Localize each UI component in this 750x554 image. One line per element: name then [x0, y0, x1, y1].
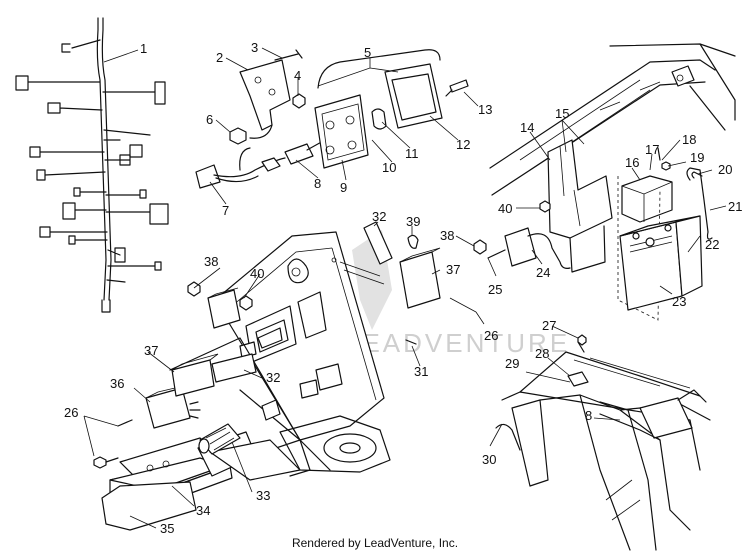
battery	[619, 215, 703, 311]
small-hardware	[93, 234, 419, 469]
callout-numbers: 1 2 3 4 5 6 7 8 9 10 11 12 13 14 15 16 1…	[64, 40, 742, 536]
callout-30: 30	[482, 452, 496, 467]
wiring-harness	[15, 17, 169, 313]
callout-19: 19	[690, 150, 704, 165]
starter-relay	[473, 200, 571, 269]
callout-38-left: 38	[204, 254, 218, 269]
flasher-relay-lower	[171, 353, 219, 397]
hand-grip	[198, 423, 241, 455]
leader-lines	[83, 47, 727, 529]
callout-8-lower: 8	[585, 408, 592, 423]
callout-5: 5	[364, 45, 371, 60]
callout-1: 1	[140, 41, 147, 56]
callout-15: 15	[555, 106, 569, 121]
tail-light-harness	[195, 139, 326, 189]
callout-35: 35	[160, 521, 174, 536]
flasher-relay-upper	[399, 247, 441, 309]
battery-cable	[657, 147, 713, 240]
tail-light-assembly	[314, 49, 469, 169]
callout-11: 11	[405, 146, 419, 161]
callout-26-right: 26	[484, 328, 498, 343]
callout-12: 12	[456, 137, 470, 152]
callout-8-upper: 8	[314, 176, 321, 191]
callout-28: 28	[535, 346, 549, 361]
callout-31: 31	[414, 364, 428, 379]
callout-9: 9	[340, 180, 347, 195]
callout-18: 18	[682, 132, 696, 147]
callout-4: 4	[294, 68, 301, 83]
callout-23: 23	[672, 294, 686, 309]
hitch-receiver	[101, 431, 301, 531]
bracket-32	[211, 221, 393, 383]
callout-24: 24	[536, 265, 550, 280]
callout-38-right: 38	[440, 228, 454, 243]
callout-14: 14	[520, 120, 534, 135]
callout-13: 13	[478, 102, 492, 117]
callout-34: 34	[196, 503, 210, 518]
rear-frame-lower	[169, 337, 391, 477]
frame-upper-right	[489, 43, 736, 321]
callout-37-lower: 37	[144, 343, 158, 358]
watermark-text: LEADVENTURE	[345, 328, 570, 358]
callout-36: 36	[110, 376, 124, 391]
footer-credit: Rendered by LeadVenture, Inc.	[291, 536, 459, 550]
callout-40-right: 40	[498, 201, 512, 216]
callout-22: 22	[705, 237, 719, 252]
callout-33: 33	[256, 488, 270, 503]
callout-32-upper: 32	[372, 209, 386, 224]
frame-lower-right	[495, 334, 711, 551]
callout-2: 2	[216, 50, 223, 65]
callout-25: 25	[488, 282, 502, 297]
callout-39: 39	[406, 214, 420, 229]
callout-32-lower: 32	[266, 370, 280, 385]
callout-7: 7	[222, 203, 229, 218]
callout-40-left: 40	[250, 266, 264, 281]
callout-3: 3	[251, 40, 258, 55]
callout-16: 16	[625, 155, 639, 170]
callout-20: 20	[718, 162, 732, 177]
callout-29: 29	[505, 356, 519, 371]
callout-27: 27	[542, 318, 556, 333]
callout-26-left: 26	[64, 405, 78, 420]
callout-6: 6	[206, 112, 213, 127]
callout-37-upper: 37	[446, 262, 460, 277]
callout-17: 17	[645, 142, 659, 157]
center-mount-plate	[214, 231, 385, 441]
callout-21: 21	[728, 199, 742, 214]
bracket-assembly	[229, 49, 306, 145]
callout-10: 10	[382, 160, 396, 175]
